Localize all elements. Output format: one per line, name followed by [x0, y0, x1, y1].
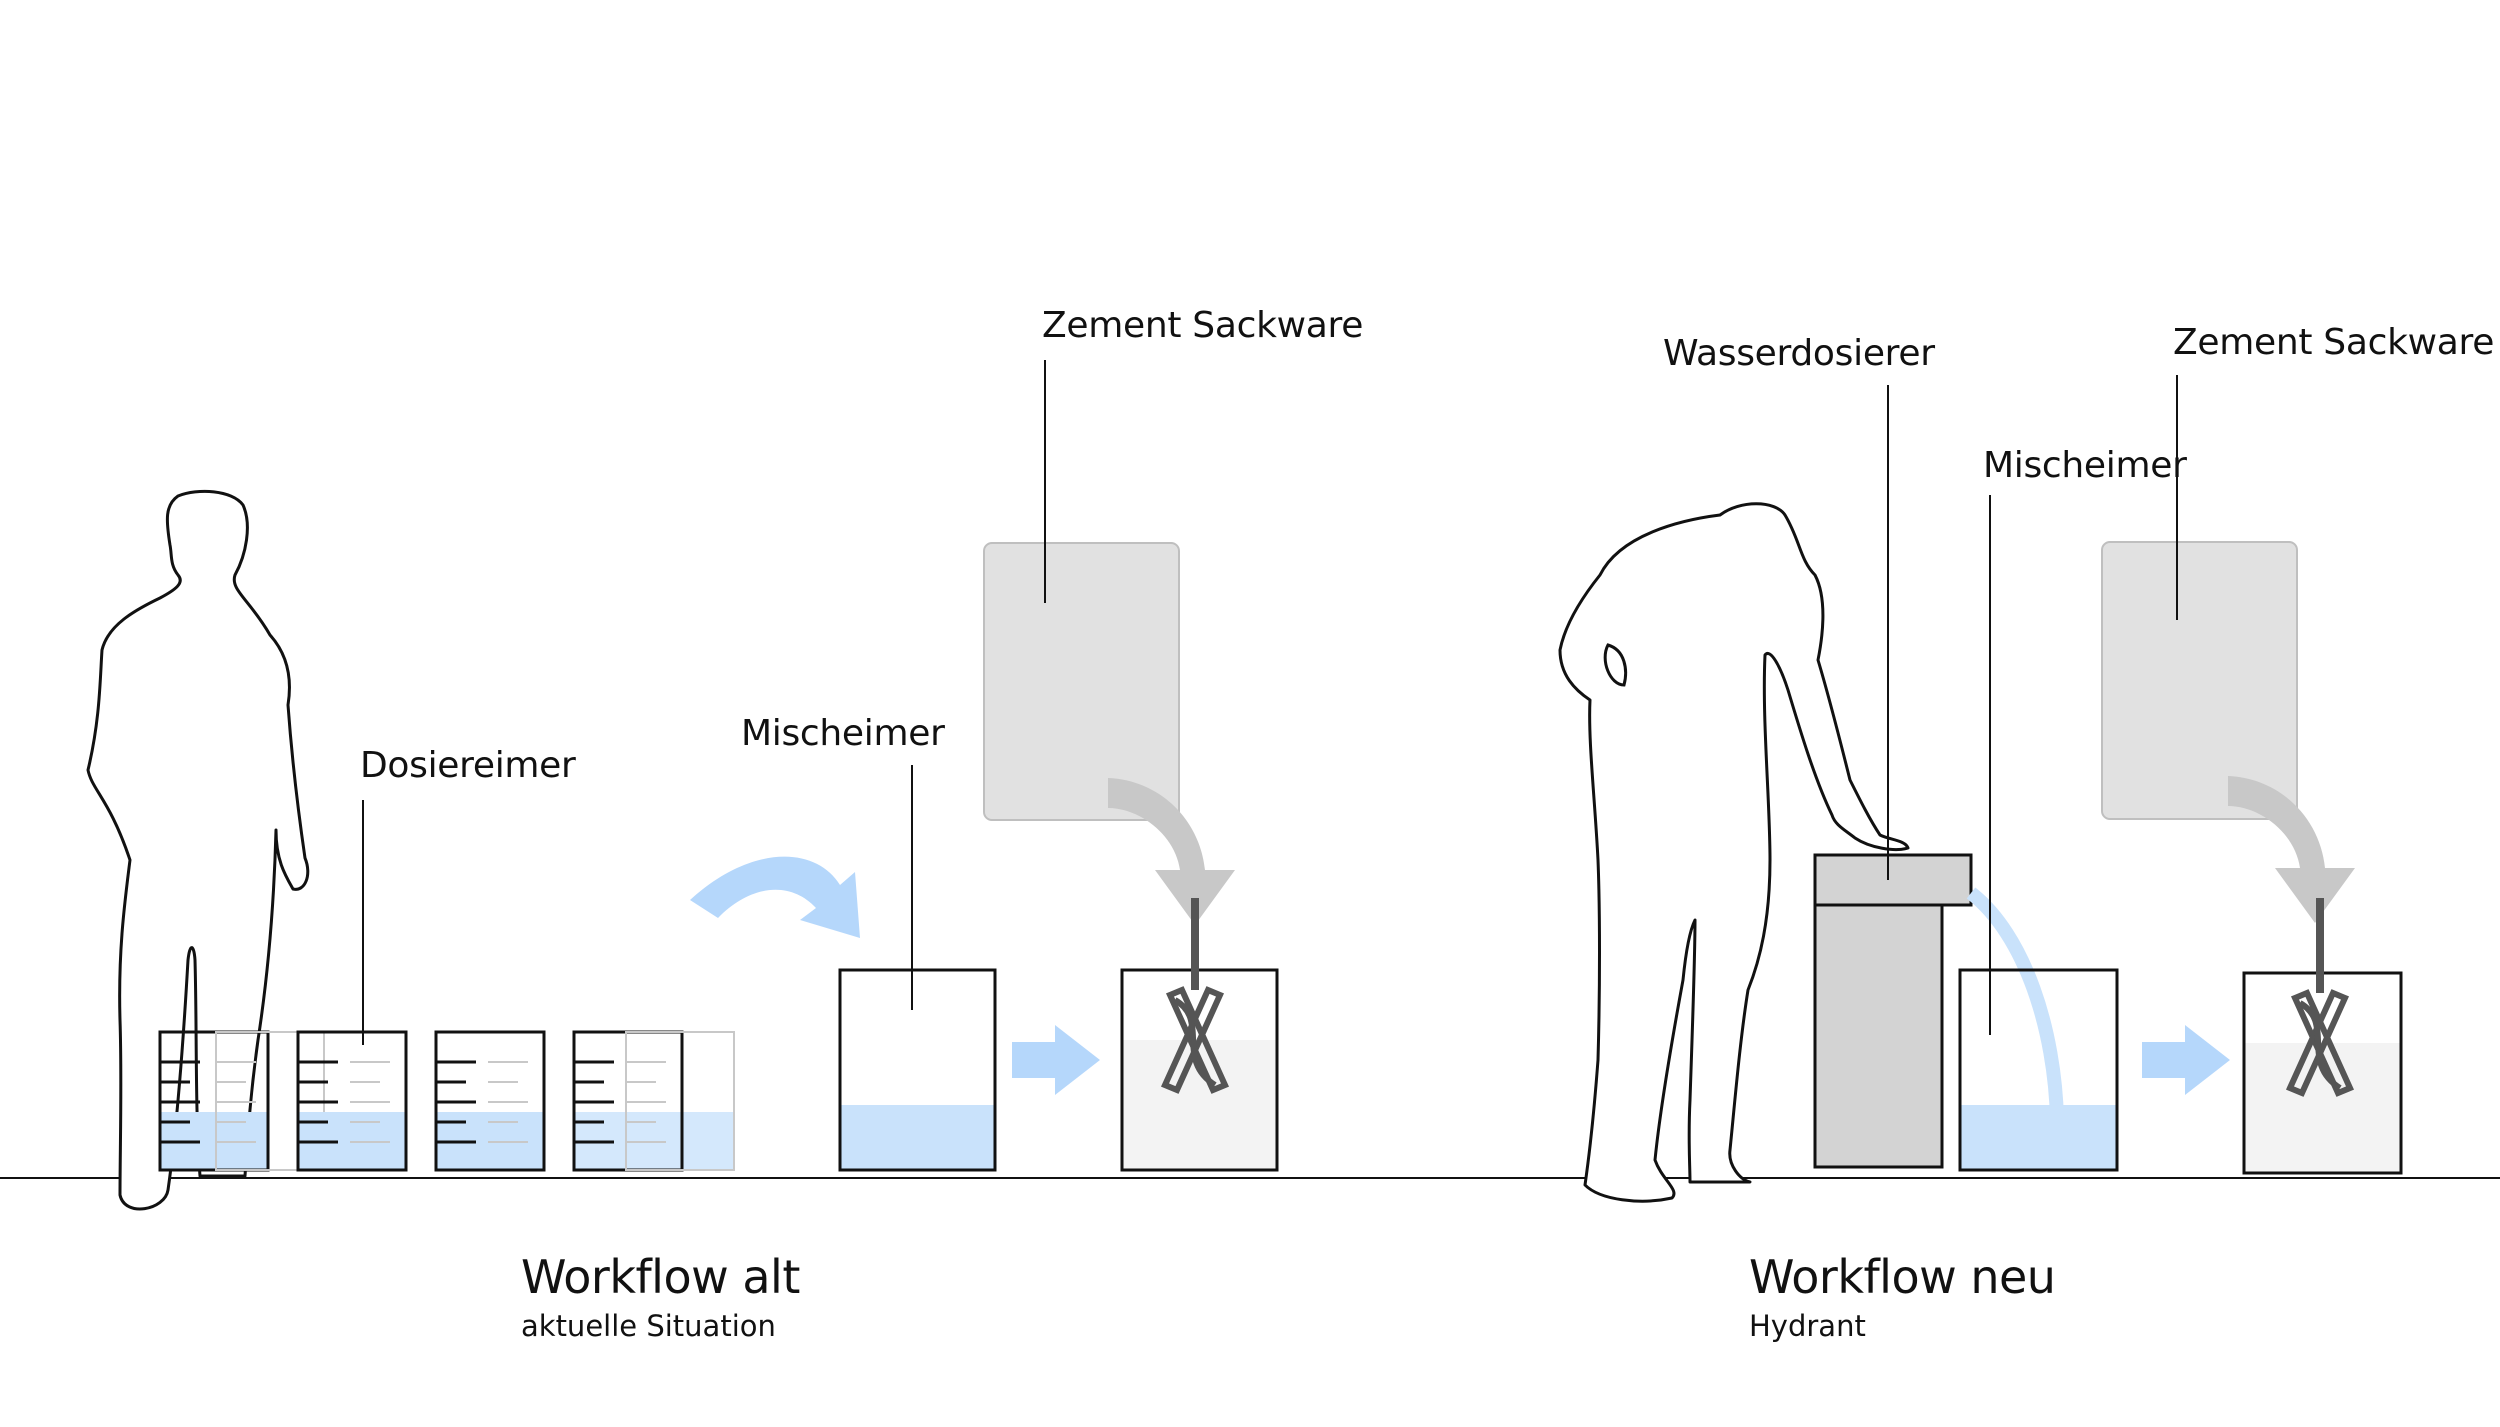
label-wasserdosierer: Wasserdosierer	[1663, 333, 1935, 374]
dosiereimer-bucket-2	[296, 1030, 408, 1172]
label-mischeimer-alt: Mischeimer	[741, 713, 945, 754]
workflow-neu-subtitle: Hydrant	[1749, 1309, 1866, 1343]
mischeimer-neu-bucket	[1958, 968, 2119, 1172]
workflow-alt-title: Workflow alt	[521, 1250, 800, 1304]
curved-arrow-icon	[690, 856, 860, 938]
cement-arrow-alt-icon	[1108, 778, 1235, 925]
person-bending-silhouette-icon	[1558, 502, 1910, 1203]
label-zement-alt: Zement Sackware	[1042, 305, 1364, 346]
zement-sack-neu	[2101, 541, 2298, 820]
dosiereimer-group	[158, 1030, 735, 1172]
drill-mixer-neu-icon	[2285, 898, 2355, 1097]
workflow-alt-subtitle: aktuelle Situation	[521, 1309, 776, 1343]
right-arrow-neu-icon	[2142, 1025, 2230, 1095]
wasserdosierer-unit	[1813, 853, 1973, 1169]
zement-sack-alt	[983, 542, 1180, 821]
label-mischeimer-neu: Mischeimer	[1983, 445, 2187, 486]
dosiereimer-bucket-1	[158, 1030, 325, 1172]
mixing-bucket-neu	[2242, 971, 2403, 1175]
label-dosiereimer: Dosiereimer	[360, 745, 576, 786]
right-arrow-icon	[1012, 1025, 1100, 1095]
workflow-neu-title: Workflow neu	[1749, 1250, 2056, 1304]
person-arm-gap	[1603, 643, 1628, 687]
drill-mixer-alt-icon	[1160, 898, 1230, 1094]
cement-arrow-neu-icon	[2228, 776, 2355, 923]
person-silhouette-icon	[86, 489, 310, 1211]
label-zement-neu: Zement Sackware	[2173, 322, 2495, 363]
dosiereimer-bucket-3	[434, 1030, 546, 1172]
mischeimer-alt-bucket	[838, 968, 997, 1172]
dosiereimer-bucket-4	[572, 1030, 735, 1172]
water-stream	[1966, 887, 2064, 1121]
